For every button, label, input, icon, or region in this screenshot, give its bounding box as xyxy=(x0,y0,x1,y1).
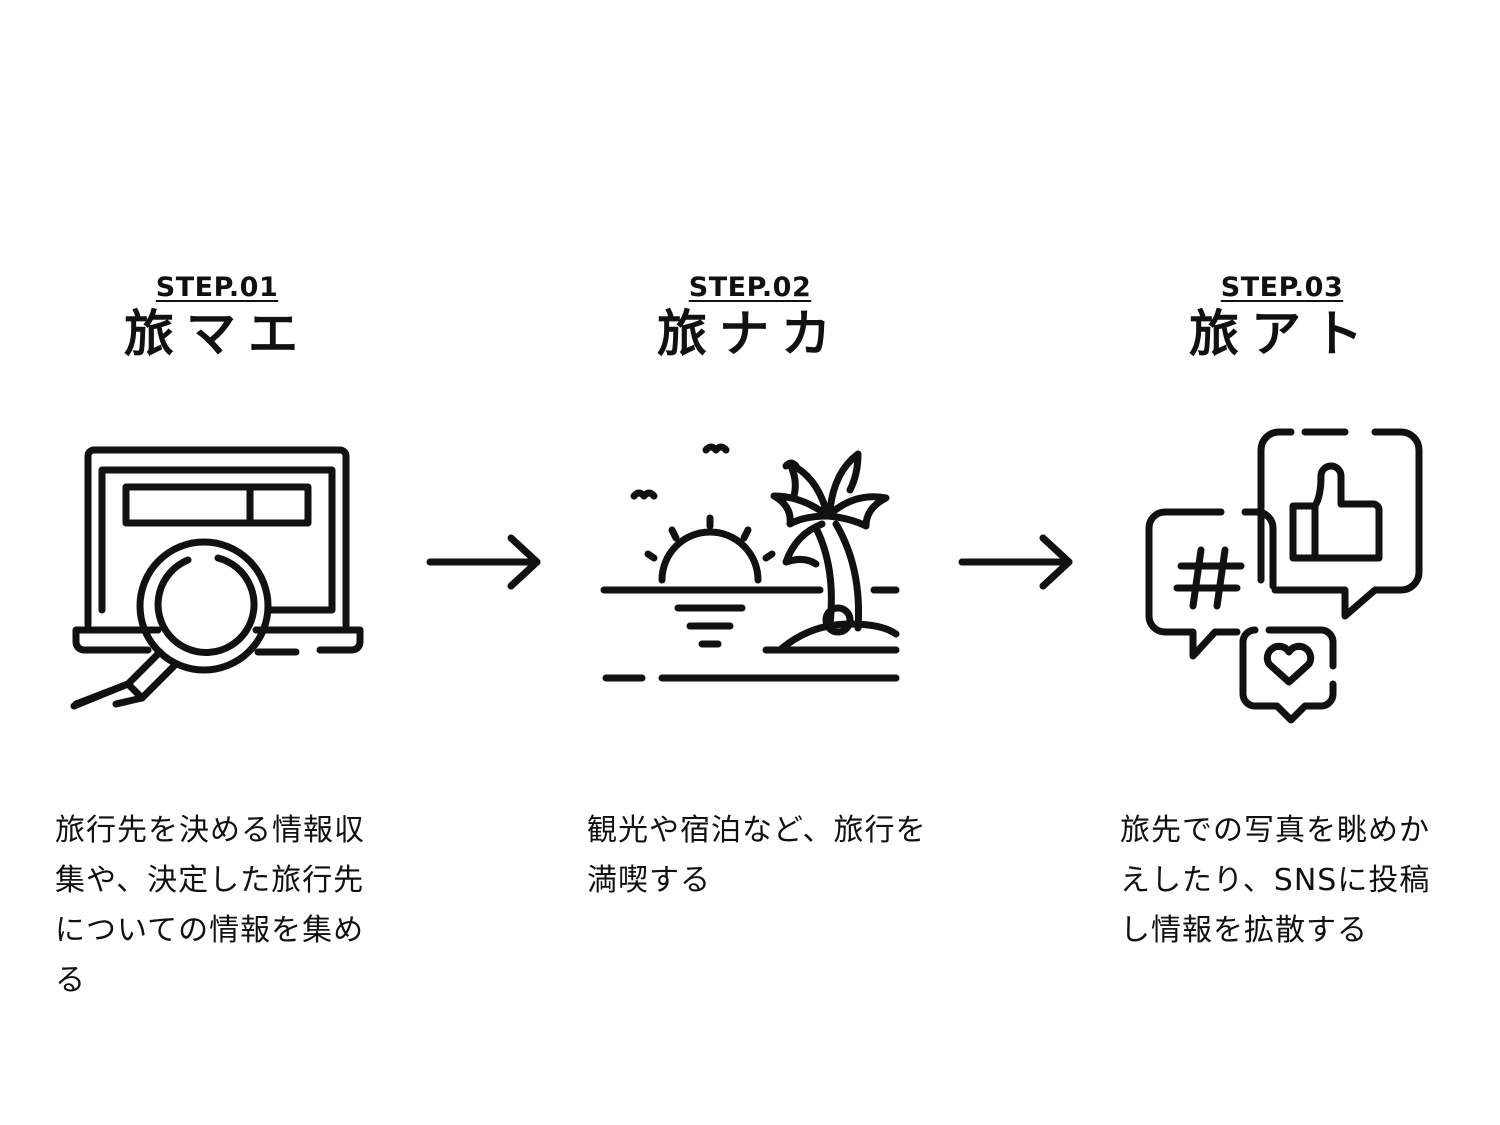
step-02-description: 観光や宿泊など、旅行を満喫する xyxy=(587,813,927,898)
step-02-title: 旅ナカ xyxy=(657,305,843,363)
laptop-magnifier-icon xyxy=(58,420,378,740)
step-03-title: 旅アト xyxy=(1189,305,1375,363)
step-02-label: STEP.02 xyxy=(688,272,812,303)
step-03-label: STEP.03 xyxy=(1220,272,1344,303)
beach-sunset-icon xyxy=(590,420,910,740)
step-01-description: 旅行先を決める情報収集や、決定した旅行先についての情報を集める xyxy=(55,813,365,998)
step-03-description: 旅先での写真を眺めかえしたり、SNSに投稿し情報を拡散する xyxy=(1120,813,1431,948)
social-media-bubbles-icon xyxy=(1125,420,1445,740)
step-01-label: STEP.01 xyxy=(155,272,279,303)
step-01-title: 旅マエ xyxy=(124,305,310,363)
arrow-right-icon xyxy=(425,530,545,594)
arrow-right-icon xyxy=(957,530,1077,594)
